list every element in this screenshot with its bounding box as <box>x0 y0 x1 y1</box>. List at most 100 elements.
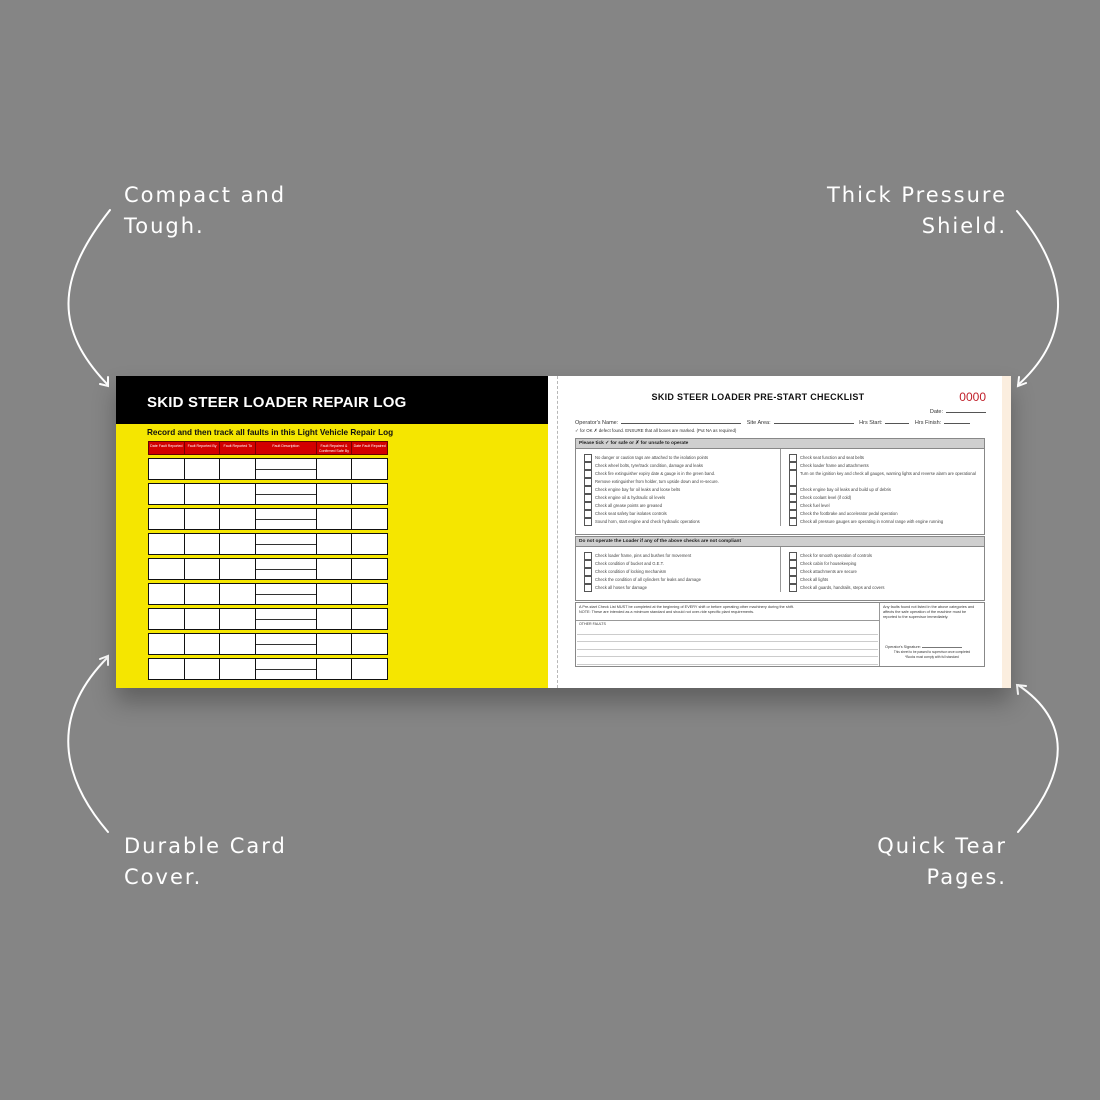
checklist-item-label: Check all hoses for damage <box>595 585 647 590</box>
repair-log-cell[interactable] <box>220 659 257 679</box>
checkbox[interactable] <box>584 584 592 592</box>
checkbox[interactable] <box>584 576 592 584</box>
checkbox[interactable] <box>584 486 592 494</box>
repair-log-cell[interactable] <box>256 509 317 529</box>
repair-log-cell[interactable] <box>256 534 317 554</box>
repair-log-cell[interactable] <box>317 559 353 579</box>
checkbox[interactable] <box>584 510 592 518</box>
repair-log-cell[interactable] <box>185 459 221 479</box>
repair-log-row[interactable] <box>148 583 388 605</box>
repair-log-cell[interactable] <box>317 509 353 529</box>
checkbox[interactable] <box>789 584 797 592</box>
repair-log-cell[interactable] <box>352 609 387 629</box>
checkbox[interactable] <box>584 494 592 502</box>
checkbox[interactable] <box>789 462 797 470</box>
repair-log-cell[interactable] <box>317 634 353 654</box>
repair-log-cell[interactable] <box>317 459 353 479</box>
repair-log-cell[interactable] <box>220 584 257 604</box>
repair-log-row[interactable] <box>148 508 388 530</box>
repair-log-cell[interactable] <box>317 484 353 504</box>
repair-log-cell[interactable] <box>185 609 221 629</box>
repair-log-cell[interactable] <box>352 509 387 529</box>
checkbox[interactable] <box>789 502 797 510</box>
repair-log-cell[interactable] <box>352 459 387 479</box>
repair-log-cell[interactable] <box>185 584 221 604</box>
repair-log-cell[interactable] <box>256 659 317 679</box>
repair-log-cell[interactable] <box>149 559 185 579</box>
repair-log-row[interactable] <box>148 533 388 555</box>
callout-tear-pages: Quick Tear Pages. <box>877 831 1007 893</box>
repair-log-cell[interactable] <box>352 534 387 554</box>
checklist-section-2: Do not operate the Loader if any of the … <box>575 536 985 601</box>
checkbox[interactable] <box>584 518 592 526</box>
checkbox[interactable] <box>584 478 592 486</box>
repair-log-cell[interactable] <box>149 634 185 654</box>
checkbox[interactable] <box>584 502 592 510</box>
repair-log-cell[interactable] <box>317 534 353 554</box>
repair-log-cell[interactable] <box>149 609 185 629</box>
repair-log-cell[interactable] <box>256 559 317 579</box>
checkbox[interactable] <box>584 552 592 560</box>
repair-log-cell[interactable] <box>256 459 317 479</box>
repair-log-cell[interactable] <box>256 634 317 654</box>
repair-log-row[interactable] <box>148 483 388 505</box>
repair-log-cell[interactable] <box>352 584 387 604</box>
checkbox[interactable] <box>584 568 592 576</box>
repair-log-cell[interactable] <box>149 484 185 504</box>
repair-log-cell[interactable] <box>149 509 185 529</box>
repair-log-row[interactable] <box>148 458 388 480</box>
checkbox[interactable] <box>584 454 592 462</box>
cover-title: SKID STEER LOADER REPAIR LOG <box>116 376 548 424</box>
repair-log-cell[interactable] <box>149 584 185 604</box>
checkbox[interactable] <box>789 518 797 526</box>
checkbox[interactable] <box>584 470 592 478</box>
checklist-item: Check engine bay oil leaks and build up … <box>789 486 984 494</box>
repair-log-cell[interactable] <box>317 584 353 604</box>
repair-log-cell[interactable] <box>185 559 221 579</box>
repair-log-cell[interactable] <box>352 559 387 579</box>
repair-log-cell[interactable] <box>149 459 185 479</box>
repair-log-cell[interactable] <box>220 634 257 654</box>
checkbox[interactable] <box>584 560 592 568</box>
checkbox[interactable] <box>789 454 797 462</box>
checkbox[interactable] <box>789 552 797 560</box>
repair-log-cell[interactable] <box>220 559 257 579</box>
repair-log-cell[interactable] <box>220 609 257 629</box>
repair-log-row[interactable] <box>148 658 388 680</box>
section-1-left-column: No danger or caution tags are attached t… <box>576 449 780 526</box>
checkbox[interactable] <box>789 486 797 494</box>
repair-log-cell[interactable] <box>185 659 221 679</box>
callout-line: Quick Tear <box>877 834 1007 858</box>
repair-log-row[interactable] <box>148 633 388 655</box>
repair-log-cell[interactable] <box>317 659 353 679</box>
checkbox[interactable] <box>584 462 592 470</box>
checkbox[interactable] <box>789 470 797 486</box>
col-reported-by: Fault Reported By <box>185 442 221 454</box>
repair-log-cell[interactable] <box>185 534 221 554</box>
repair-log-row[interactable] <box>148 558 388 580</box>
repair-log-cell[interactable] <box>220 484 257 504</box>
repair-log-cell[interactable] <box>185 484 221 504</box>
repair-log-row[interactable] <box>148 608 388 630</box>
repair-log-cell[interactable] <box>220 459 257 479</box>
repair-log-cell[interactable] <box>149 534 185 554</box>
repair-log-cell[interactable] <box>256 584 317 604</box>
repair-log-cell[interactable] <box>256 609 317 629</box>
checkbox[interactable] <box>789 510 797 518</box>
checkbox[interactable] <box>789 576 797 584</box>
repair-log-cell[interactable] <box>352 659 387 679</box>
repair-log-cell[interactable] <box>352 634 387 654</box>
signature-block: Operator's Signature: This sheet to be p… <box>885 645 979 659</box>
checkbox[interactable] <box>789 560 797 568</box>
repair-log-cell[interactable] <box>185 634 221 654</box>
repair-log-cell[interactable] <box>256 484 317 504</box>
repair-log-cell[interactable] <box>185 509 221 529</box>
repair-log-cell[interactable] <box>352 484 387 504</box>
repair-log-cell[interactable] <box>220 534 257 554</box>
repair-log-cell[interactable] <box>220 509 257 529</box>
checkbox[interactable] <box>789 568 797 576</box>
checkbox[interactable] <box>789 494 797 502</box>
site-label: Site Area: <box>746 420 771 426</box>
repair-log-cell[interactable] <box>149 659 185 679</box>
repair-log-cell[interactable] <box>317 609 353 629</box>
